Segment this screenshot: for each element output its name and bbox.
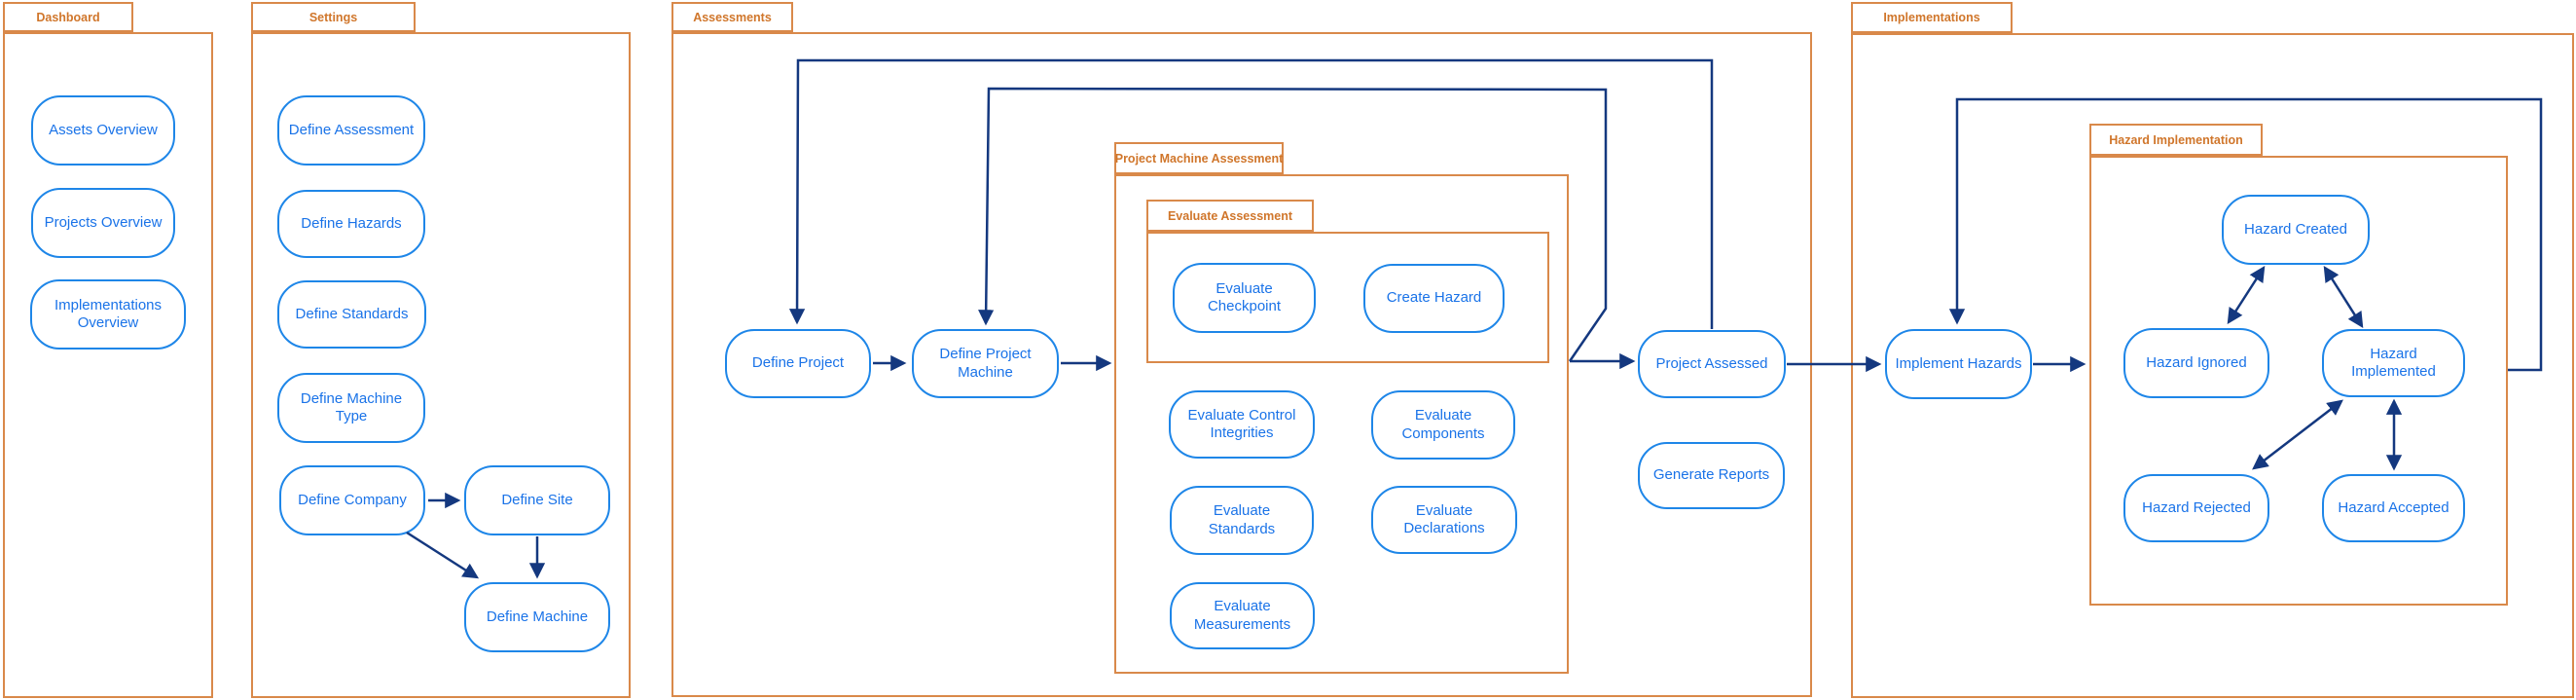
node-assets-overview[interactable]: Assets Overview: [31, 95, 175, 166]
node-label-projects-overview: Projects Overview: [44, 213, 163, 231]
node-evaluate-declarations[interactable]: Evaluate Declarations: [1371, 486, 1517, 554]
node-define-standards[interactable]: Define Standards: [277, 280, 426, 349]
group-dashboard: [3, 32, 213, 698]
node-label-generate-reports: Generate Reports: [1652, 466, 1770, 484]
group-label-evaluate-assessment: Evaluate Assessment: [1167, 208, 1293, 223]
node-evaluate-standards[interactable]: Evaluate Standards: [1170, 486, 1314, 555]
node-label-evaluate-declarations: Evaluate Declarations: [1403, 501, 1485, 536]
node-create-hazard[interactable]: Create Hazard: [1363, 264, 1505, 333]
node-define-hazards[interactable]: Define Hazards: [277, 190, 425, 258]
node-evaluate-components[interactable]: Evaluate Components: [1371, 390, 1515, 460]
node-projects-overview[interactable]: Projects Overview: [31, 188, 175, 258]
node-label-assets-overview: Assets Overview: [49, 121, 158, 138]
group-tab-project-machine-assessment[interactable]: Project Machine Assessment: [1114, 142, 1284, 174]
node-label-create-hazard: Create Hazard: [1386, 289, 1482, 307]
group-label-project-machine-assessment: Project Machine Assessment: [1114, 151, 1284, 166]
node-label-define-company: Define Company: [298, 491, 407, 508]
node-label-evaluate-control-integrities: Evaluate Control Integrities: [1187, 406, 1296, 441]
group-implementations: [1851, 33, 2574, 698]
node-define-machine-type[interactable]: Define Machine Type: [277, 373, 425, 443]
node-label-evaluate-measurements: Evaluate Measurements: [1193, 598, 1291, 633]
node-label-evaluate-components: Evaluate Components: [1401, 407, 1485, 442]
node-implementations-overview[interactable]: Implementations Overview: [30, 279, 186, 350]
node-label-hazard-accepted: Hazard Accepted: [2338, 498, 2449, 516]
node-label-define-site: Define Site: [501, 491, 573, 508]
node-project-assessed[interactable]: Project Assessed: [1638, 330, 1786, 398]
node-define-machine[interactable]: Define Machine: [464, 582, 610, 652]
node-hazard-ignored[interactable]: Hazard Ignored: [2123, 328, 2269, 398]
group-settings: [251, 32, 631, 698]
group-label-implementations: Implementations: [1883, 11, 1980, 24]
group-tab-assessments[interactable]: Assessments: [671, 2, 793, 32]
node-label-implementations-overview: Implementations Overview: [54, 296, 163, 331]
node-evaluate-control-integrities[interactable]: Evaluate Control Integrities: [1169, 390, 1315, 459]
node-define-site[interactable]: Define Site: [464, 465, 610, 535]
group-label-settings: Settings: [308, 10, 358, 24]
node-label-implement-hazards: Implement Hazards: [1895, 354, 2022, 372]
node-implement-hazards[interactable]: Implement Hazards: [1885, 329, 2032, 399]
group-tab-hazard-implementation[interactable]: Hazard Implementation: [2089, 124, 2263, 156]
group-label-hazard-implementation: Hazard Implementation: [2109, 132, 2243, 147]
node-generate-reports[interactable]: Generate Reports: [1638, 442, 1785, 509]
node-label-project-assessed: Project Assessed: [1655, 354, 1768, 372]
node-label-evaluate-checkpoint: Evaluate Checkpoint: [1207, 279, 1282, 314]
node-define-project-machine[interactable]: Define Project Machine: [912, 329, 1059, 398]
node-label-hazard-created: Hazard Created: [2244, 220, 2347, 238]
node-define-company[interactable]: Define Company: [279, 465, 425, 535]
node-label-define-hazards: Define Hazards: [301, 214, 402, 232]
node-hazard-implemented[interactable]: Hazard Implemented: [2322, 329, 2465, 397]
node-define-project[interactable]: Define Project: [725, 329, 871, 398]
group-tab-dashboard[interactable]: Dashboard: [3, 2, 133, 32]
node-hazard-accepted[interactable]: Hazard Accepted: [2322, 474, 2465, 542]
node-evaluate-measurements[interactable]: Evaluate Measurements: [1170, 582, 1315, 649]
group-tab-evaluate-assessment[interactable]: Evaluate Assessment: [1146, 200, 1314, 232]
node-define-assessment[interactable]: Define Assessment: [277, 95, 425, 166]
node-label-define-machine: Define Machine: [486, 608, 589, 625]
node-evaluate-checkpoint[interactable]: Evaluate Checkpoint: [1173, 263, 1316, 333]
group-tab-implementations[interactable]: Implementations: [1851, 2, 2013, 33]
node-label-hazard-rejected: Hazard Rejected: [2142, 498, 2251, 516]
node-label-evaluate-standards: Evaluate Standards: [1208, 502, 1276, 537]
node-label-define-project: Define Project: [751, 354, 845, 372]
group-label-assessments: Assessments: [693, 10, 772, 24]
node-label-define-assessment: Define Assessment: [288, 121, 415, 138]
node-label-hazard-ignored: Hazard Ignored: [2146, 353, 2247, 371]
node-hazard-rejected[interactable]: Hazard Rejected: [2123, 474, 2269, 542]
group-tab-settings[interactable]: Settings: [251, 2, 416, 32]
node-hazard-created[interactable]: Hazard Created: [2222, 195, 2370, 265]
node-label-define-project-machine: Define Project Machine: [939, 346, 1032, 381]
node-label-define-standards: Define Standards: [295, 305, 409, 322]
group-label-dashboard: Dashboard: [36, 10, 100, 24]
node-label-hazard-implemented: Hazard Implemented: [2351, 345, 2436, 380]
node-label-define-machine-type: Define Machine Type: [300, 389, 403, 424]
